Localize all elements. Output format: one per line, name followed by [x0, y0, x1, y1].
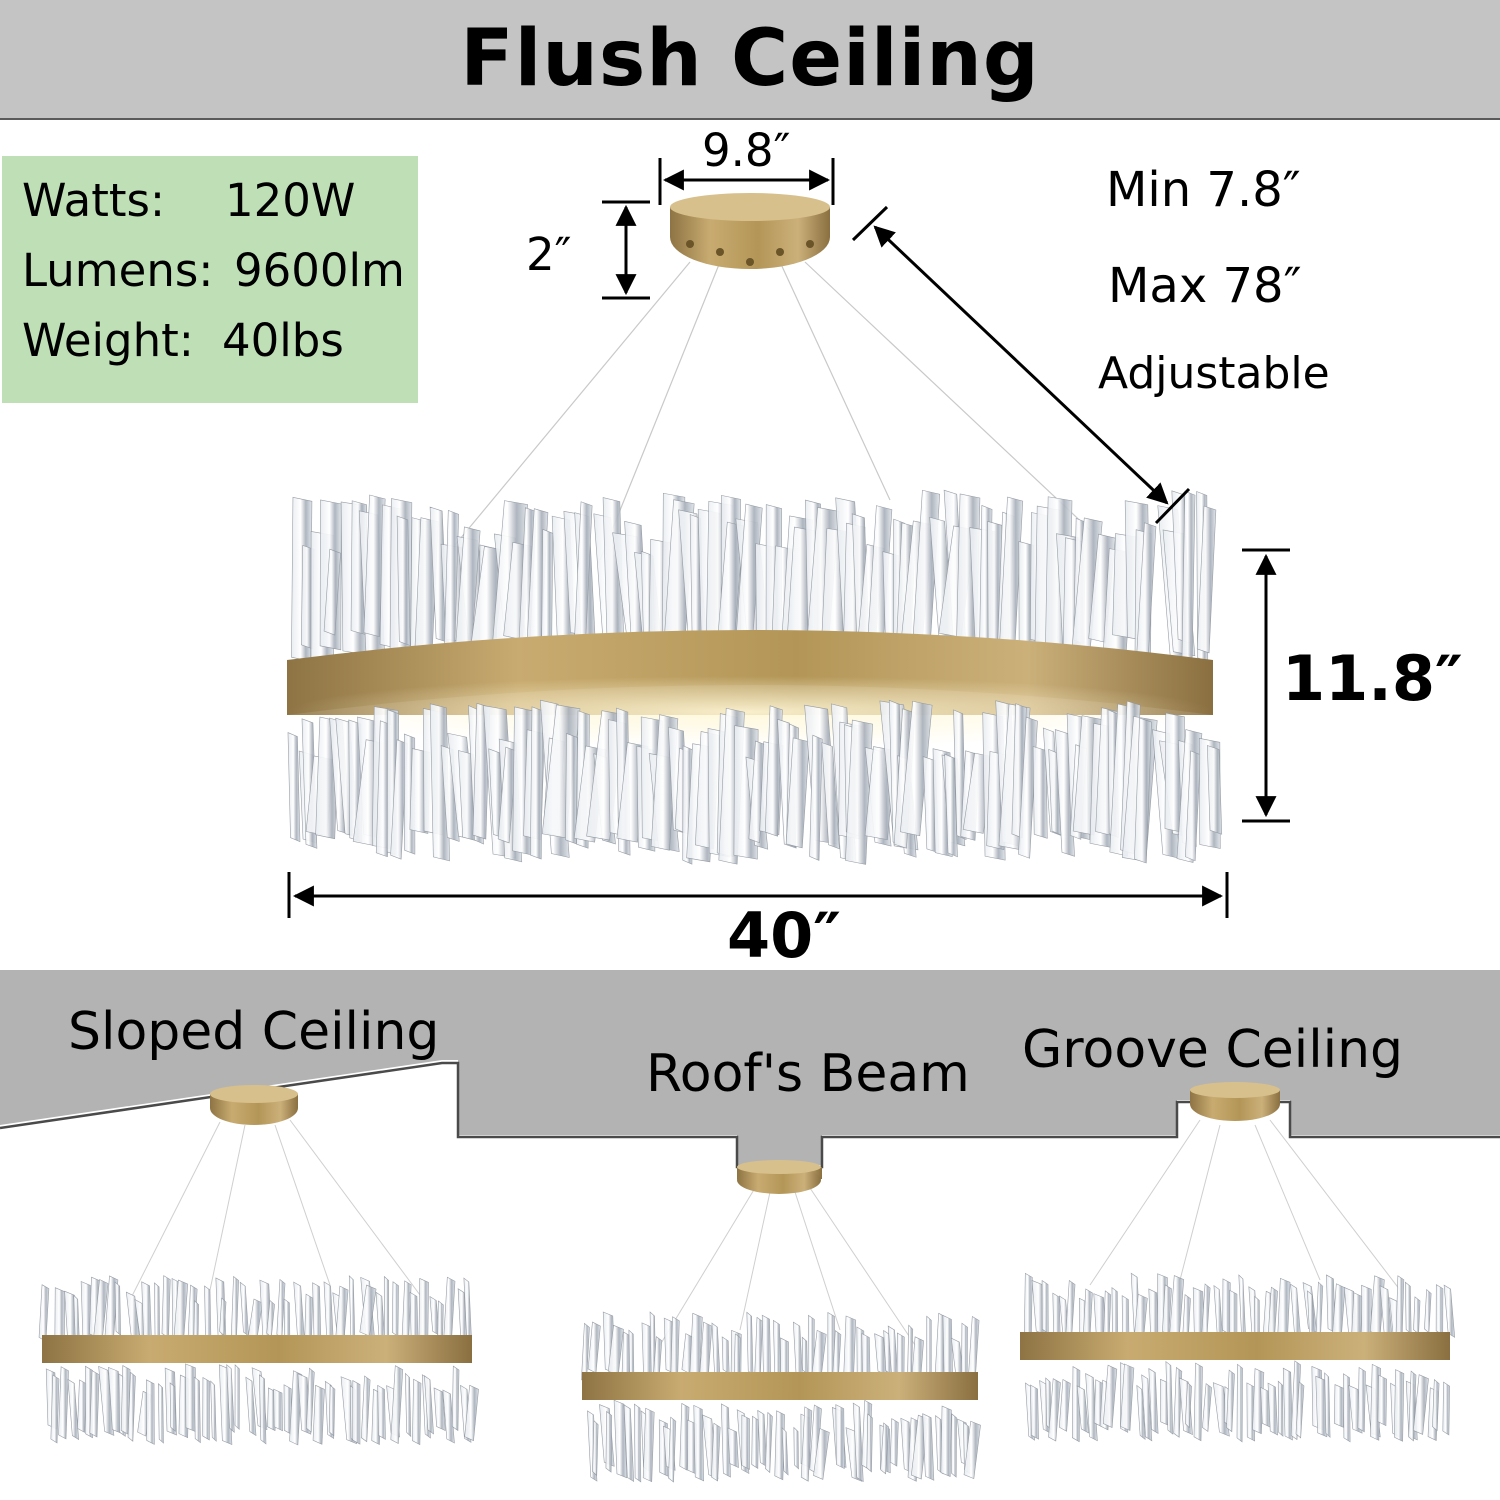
label-canopy-width: 9.8″	[702, 124, 791, 177]
title-banner: Flush Ceiling	[0, 0, 1500, 120]
crystal-skirt-main	[287, 699, 1223, 865]
label-sloped-ceiling: Sloped Ceiling	[68, 1002, 440, 1062]
dim-ring-width	[287, 872, 1229, 918]
dim-cable-length	[851, 205, 1191, 525]
chandelier-groove	[1020, 1272, 1456, 1443]
label-canopy-height: 2″	[526, 228, 572, 281]
dim-canopy-height	[602, 200, 650, 300]
dim-ring-height	[1242, 548, 1290, 823]
chandelier-sloped	[38, 1275, 479, 1446]
spec-value: 120W	[225, 174, 356, 227]
spec-row-watts: Watts: 120W	[22, 166, 418, 236]
canopy-sloped-icon	[129, 1085, 421, 1301]
spec-value: 9600lm	[234, 244, 405, 297]
label-cable-max: Max 78″	[1108, 258, 1302, 314]
spec-value: 40lbs	[222, 314, 344, 367]
canopy-icon	[670, 193, 830, 269]
spec-panel: Watts: 120W Lumens: 9600lm Weight: 40lbs	[2, 156, 418, 403]
label-groove-ceiling: Groove Ceiling	[1022, 1020, 1404, 1080]
dim-canopy-width	[658, 158, 835, 205]
label-roofs-beam: Roof's Beam	[646, 1044, 970, 1104]
page-title: Flush Ceiling	[460, 14, 1040, 104]
crystal-ring-main	[291, 489, 1217, 671]
label-ring-width: 40″	[727, 899, 841, 972]
spec-label: Watts:	[22, 174, 166, 227]
label-ring-height: 11.8″	[1282, 642, 1463, 715]
ceiling-profile	[0, 970, 1500, 1165]
canopy-beam-icon	[659, 1160, 916, 1346]
spec-row-weight: Weight: 40lbs	[22, 306, 418, 376]
canopy-groove-icon	[1089, 1082, 1401, 1291]
spec-label: Lumens:	[22, 244, 214, 297]
spec-row-lumens: Lumens: 9600lm	[22, 236, 418, 306]
label-cable-adjustable: Adjustable	[1098, 348, 1330, 399]
label-cable-min: Min 7.8″	[1106, 162, 1301, 218]
chandelier-beam	[581, 1311, 981, 1483]
spec-label: Weight:	[22, 314, 194, 367]
